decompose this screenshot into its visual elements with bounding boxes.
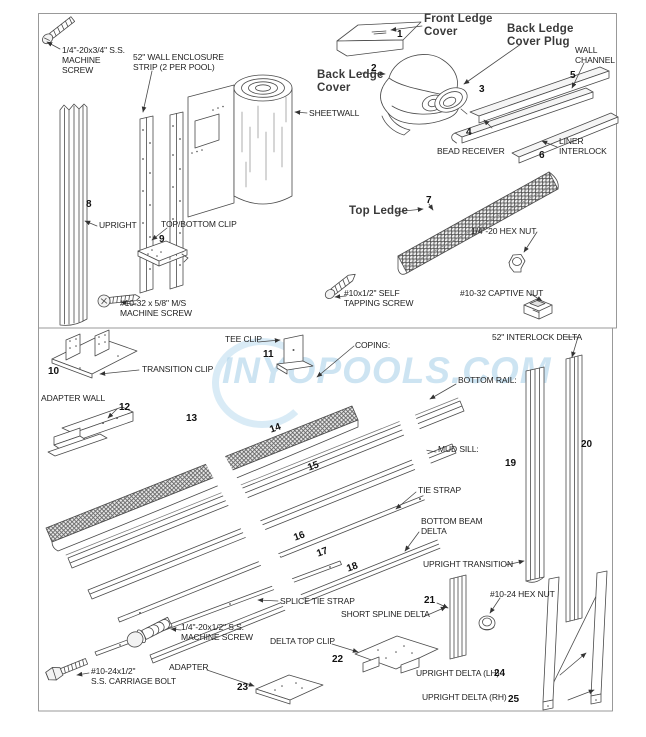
art-bead-receiver: [451, 87, 594, 151]
art-captive-nut: [523, 293, 553, 320]
art-interlock-delta: [565, 336, 583, 623]
label-coping: COPING:: [355, 340, 391, 350]
label-delta-top-clip: DELTA TOP CLIP: [270, 636, 335, 646]
label-interlock-delta: 52" INTERLOCK DELTA: [492, 332, 583, 342]
label-back-ledge-cover: Back Ledge Cover: [317, 69, 384, 94]
art-adapter-plate: [206, 669, 324, 705]
art-tee-clip: [257, 334, 314, 375]
art-upright-delta-pair: [542, 570, 608, 711]
art-carriage-bolt: [45, 658, 90, 681]
label-upright-transition: UPRIGHT TRANSITION: [423, 559, 513, 569]
art-delta-top-clip: [331, 635, 439, 674]
label-tie-strap: TIE STRAP: [418, 485, 462, 495]
art-front-ledge-cover: [336, 21, 423, 57]
label-mud-sill: MUD SILL:: [438, 444, 479, 454]
label-carriage-bolt: #10-24x1/2" S.S. CARRIAGE BOLT: [91, 666, 176, 687]
part-number-4: 4: [466, 127, 472, 138]
art-back-ledge-cover-plug: [434, 43, 522, 115]
label-bottom-beam-delta: BOTTOM BEAM DELTA: [421, 516, 483, 537]
part-number-23: 23: [237, 682, 249, 693]
part-number-2: 2: [371, 63, 377, 74]
art-liner-interlock: [511, 112, 619, 164]
art-mud-sill: [87, 443, 457, 600]
label-upright: UPRIGHT: [99, 220, 137, 230]
part-number-13: 13: [186, 413, 198, 424]
art-hex-nut-14-20: [508, 231, 538, 273]
label-wall-channel: WALL CHANNEL: [575, 45, 615, 66]
label-ss-machine-screw-12: 1/4"-20x1/2" S.S. MACHINE SCREW: [181, 622, 253, 643]
art-10-32-machine-screw: [97, 294, 141, 308]
art-upright: [59, 103, 98, 326]
part-number-10: 10: [48, 366, 60, 377]
label-front-ledge-cover: Front Ledge Cover: [424, 13, 493, 38]
art-top-bottom-clip: [137, 227, 189, 267]
part-number-6: 6: [539, 150, 545, 161]
label-hex-nut-10-24: #10-24 HEX NUT: [490, 589, 555, 599]
label-tee-clip: TEE CLIP: [225, 334, 262, 344]
part-number-22: 22: [332, 654, 344, 665]
label-liner-interlock: LINER INTERLOCK: [559, 136, 607, 157]
label-sheetwall: SHEETWALL: [309, 108, 360, 118]
label-top-bottom-clip: TOP/BOTTOM CLIP: [161, 219, 237, 229]
label-bead-receiver: BEAD RECEIVER: [437, 146, 505, 156]
rail-break-seams: [182, 393, 462, 656]
part-number-12: 12: [119, 402, 131, 413]
watermark-text: INYOPOOLS.COM: [222, 350, 552, 391]
art-ss-machine-screw-1-2: [126, 616, 182, 648]
label-short-spline-delta: SHORT SPLINE DELTA: [341, 609, 430, 619]
part-number-25: 25: [508, 694, 520, 705]
part-number-3: 3: [479, 84, 485, 95]
art-coping-rail: [45, 345, 359, 552]
part-number-24: 24: [494, 668, 506, 679]
label-upright-delta-rh: UPRIGHT DELTA (RH): [422, 692, 507, 702]
label-transition-clip: TRANSITION CLIP: [142, 364, 214, 374]
label-upright-delta-lh: UPRIGHT DELTA (LH): [416, 668, 500, 678]
art-sheetwall-roll: [187, 74, 308, 218]
label-wall-enclosure-strip: 52" WALL ENCLOSURE STRIP (2 PER POOL): [133, 52, 224, 73]
art-self-tapping-screw: [324, 273, 356, 299]
label-self-tapping-screw: #10x1/2" SELF TAPPING SCREW: [344, 288, 414, 309]
art-ss-machine-screw-3-4: [42, 16, 76, 50]
part-number-9: 9: [159, 234, 165, 245]
label-back-ledge-cover-plug: Back Ledge Cover Plug: [507, 23, 574, 48]
part-number-5: 5: [570, 70, 576, 81]
part-number-20: 20: [581, 439, 593, 450]
label-captive-nut: #10-32 CAPTIVE NUT: [460, 288, 544, 298]
art-transition-clip: [51, 329, 140, 379]
art-top-ledge: [394, 171, 559, 275]
section-frames: [38, 13, 617, 712]
art-upright-transition: [505, 366, 545, 583]
art-hex-nut-10-24: [478, 597, 501, 631]
label-ms-machine-screw: #10-32 x 5/8" M/S MACHINE SCREW: [120, 298, 192, 319]
art-adapter-wall: [47, 406, 134, 457]
art-short-spline-delta: [422, 574, 467, 660]
part-number-7: 7: [426, 195, 432, 206]
misc-arrows: [428, 203, 434, 211]
art-bottom-rail: [65, 383, 465, 569]
label-adapter-wall: ADAPTER WALL: [41, 393, 106, 403]
part-number-1: 1: [397, 29, 403, 40]
art-wall-channel: [469, 62, 610, 124]
label-adapter: ADAPTER: [169, 662, 209, 672]
label-splice-tie-strap: SPLICE TIE STRAP: [280, 596, 355, 606]
part-number-19: 19: [505, 458, 517, 469]
label-machine-screw-34: 1/4"-20x3/4" S.S. MACHINE SCREW: [62, 45, 125, 76]
label-bottom-rail: BOTTOM RAIL:: [458, 375, 517, 385]
part-number-21: 21: [424, 595, 436, 606]
part-number-11: 11: [263, 349, 274, 360]
label-top-ledge: Top Ledge: [349, 205, 409, 217]
part-number-8: 8: [86, 199, 92, 210]
label-hex-nut-14-20: 1/4"-20 HEX NUT: [471, 226, 537, 236]
